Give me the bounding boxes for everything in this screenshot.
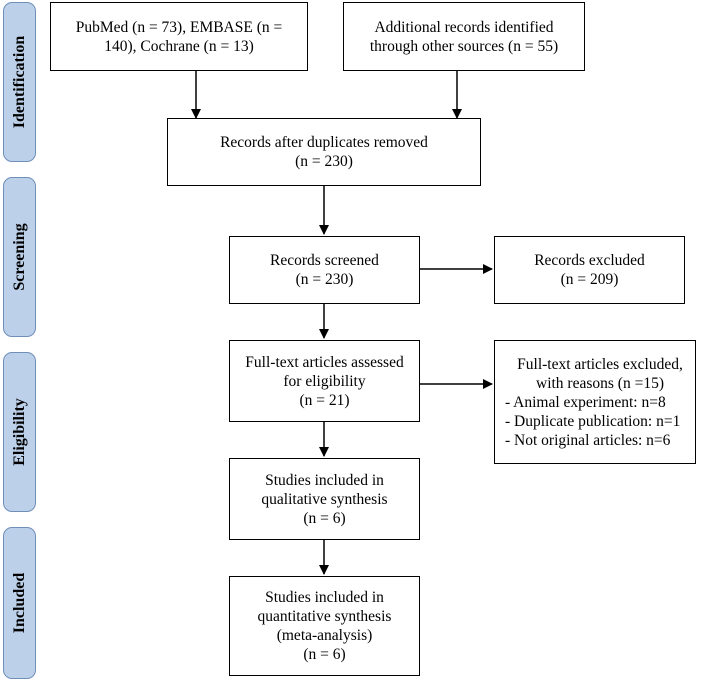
box-text-line: Studies included in [265, 589, 384, 606]
box-fulltext-excluded: Full-text articles excluded, with reason… [494, 340, 696, 464]
box-text-line: with reasons (n =15) [536, 374, 664, 392]
phase-eligibility: Eligibility [3, 352, 36, 512]
box-text-line: (n = 230) [295, 271, 354, 288]
box-duplicates-removed: Records after duplicates removed (n = 23… [167, 118, 481, 186]
box-text-line: (n = 230) [295, 153, 353, 170]
box-text-line: PubMed (n = 73), EMBASE (n = [75, 18, 283, 36]
box-text-line: (n = 6) [303, 509, 346, 527]
exclusion-reason: - Animal experiment: n=8 [505, 393, 666, 411]
box-records-screened: Records screened (n = 230) [229, 236, 420, 304]
box-text-line: through other sources (n = 55) [369, 37, 559, 55]
box-records-excluded: Records excluded (n = 209) [494, 236, 685, 304]
box-text-line: Full-text articles assessed [245, 353, 404, 371]
box-quantitative-synthesis: Studies included in quantitative synthes… [229, 576, 420, 676]
box-text-line: Full-text articles excluded, [517, 355, 683, 373]
box-text-line: for eligibility [283, 372, 366, 390]
box-text-line: Records excluded [534, 252, 645, 269]
box-text-line: (n = 209) [560, 271, 619, 288]
phase-included: Included [3, 527, 36, 679]
box-text-line: (n = 21) [299, 391, 350, 409]
box-text-line: Studies included in [265, 471, 384, 489]
box-database-records: PubMed (n = 73), EMBASE (n = 140), Cochr… [50, 2, 308, 71]
box-text-line: 140), Cochrane (n = 13) [104, 37, 254, 55]
box-text-line: (n = 6) [303, 646, 346, 663]
box-additional-records: Additional records identified through ot… [343, 2, 585, 71]
phase-screening: Screening [3, 177, 36, 337]
box-text-line: Records screened [270, 252, 379, 269]
box-fulltext-assessed: Full-text articles assessed for eligibil… [229, 340, 420, 422]
exclusion-reason: - Not original articles: n=6 [505, 431, 671, 449]
box-text-line: (meta-analysis) [276, 627, 373, 644]
phase-identification: Identification [3, 2, 36, 162]
box-text-line: Additional records identified [374, 18, 554, 36]
box-text-line: qualitative synthesis [261, 490, 388, 508]
exclusion-reason: - Duplicate publication: n=1 [505, 412, 681, 430]
box-text-line: Records after duplicates removed [220, 134, 428, 151]
box-qualitative-synthesis: Studies included in qualitative synthesi… [229, 458, 420, 540]
box-text-line: quantitative synthesis [257, 608, 392, 625]
